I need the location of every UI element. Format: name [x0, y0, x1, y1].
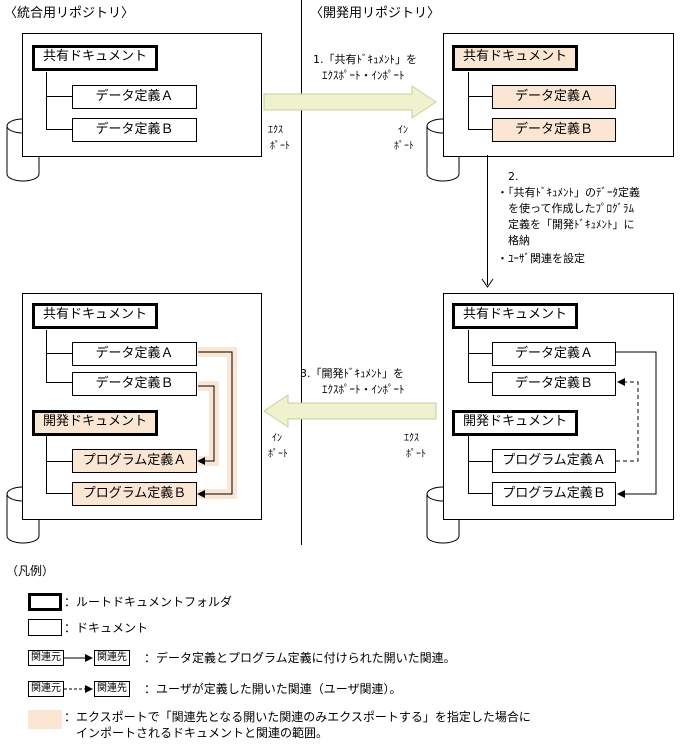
relation-arrows — [616, 351, 657, 498]
tree-connector — [46, 129, 72, 130]
tree-connector — [468, 493, 492, 494]
step2-arrow-head — [481, 278, 494, 288]
tree-connector — [468, 435, 469, 494]
program-definition-b[interactable]: プログラム定義Ｂ — [492, 482, 616, 506]
legend-root-folder-swatch — [28, 593, 62, 611]
tree-connector — [46, 461, 72, 462]
tree-connector — [468, 382, 492, 383]
data-definition-b[interactable]: データ定義Ｂ — [72, 118, 197, 142]
step3-label-line2: ｴｸｽﾎﾟｰﾄ・ｲﾝﾎﾟｰﾄ — [322, 383, 405, 396]
tree-connector — [468, 129, 492, 130]
legend-to-box: 関連先 — [94, 681, 130, 697]
import-label-1: ｲﾝ — [398, 125, 408, 136]
program-definition-b[interactable]: プログラム定義Ｂ — [72, 482, 197, 506]
legend-to-box: 関連先 — [94, 650, 130, 666]
legend-scope-text-2: インポートされるドキュメントと関連の範囲。 — [76, 726, 329, 740]
shared-document-root[interactable]: 共有ドキュメント — [452, 45, 578, 71]
legend-open-relation-text: ：データ定義とプログラム定義に付けられた開いた関連。 — [144, 651, 456, 665]
data-definition-b[interactable]: データ定義Ｂ — [72, 372, 197, 396]
import-label-2: ﾎﾟｰﾄ — [268, 449, 288, 460]
integration-repo-header: 〈統合用リポジトリ〉 — [4, 6, 135, 21]
step2-line5: ・ﾕｰｻﾞ関連を設定 — [497, 252, 585, 265]
legend-solid-arrow — [64, 654, 93, 662]
tree-connector — [468, 461, 492, 462]
program-definition-a[interactable]: プログラム定義Ａ — [72, 449, 197, 473]
step2-line3: 定義を「開発ﾄﾞｷｭﾒﾝﾄ」に — [508, 218, 635, 231]
tree-connector — [468, 353, 492, 354]
data-definition-a[interactable]: データ定義Ａ — [492, 342, 616, 366]
step2-number: 2. — [508, 170, 519, 183]
tree-connector — [468, 72, 469, 130]
data-definition-a[interactable]: データ定義Ａ — [492, 85, 616, 109]
legend-scope-swatch — [28, 710, 62, 729]
tree-connector — [46, 382, 72, 383]
legend-from-box: 関連元 — [28, 681, 64, 697]
tree-connector — [46, 493, 72, 494]
shared-document-root[interactable]: 共有ドキュメント — [32, 45, 158, 71]
export-label-2: ﾎﾟｰﾄ — [270, 141, 290, 152]
import-label-1: ｲﾝ — [272, 433, 282, 444]
step2-arrow-line — [487, 155, 488, 285]
development-document-root[interactable]: 開発ドキュメント — [452, 410, 578, 436]
tree-connector — [46, 330, 47, 383]
tree-connector — [468, 96, 492, 97]
step1-arrow-right — [263, 85, 437, 119]
legend-scope-text-1: ：エクスポートで「関連先となる開いた関連のみエクスポートする」を指定した場合に — [64, 710, 531, 724]
tree-connector — [46, 96, 72, 97]
tree-connector — [46, 353, 72, 354]
export-label-1: ｴｸｽ — [268, 125, 283, 136]
step1-label-line2: ｴｸｽﾎﾟｰﾄ・ｲﾝﾎﾟｰﾄ — [322, 69, 405, 82]
legend-root-folder-text: ：ルートドキュメントフォルダ — [64, 595, 233, 609]
tree-connector — [46, 72, 47, 130]
data-definition-b[interactable]: データ定義Ｂ — [492, 118, 616, 142]
import-label-2: ﾎﾟｰﾄ — [394, 141, 414, 152]
tree-connector — [468, 330, 469, 383]
export-label-2: ﾎﾟｰﾄ — [406, 449, 426, 460]
legend-from-box: 関連元 — [28, 650, 64, 666]
program-definition-a[interactable]: プログラム定義Ａ — [492, 449, 616, 473]
center-divider — [301, 0, 302, 545]
data-definition-a[interactable]: データ定義Ａ — [72, 342, 197, 366]
step3-arrow-left — [263, 394, 437, 428]
data-definition-b[interactable]: データ定義Ｂ — [492, 372, 616, 396]
legend-document-swatch — [28, 619, 62, 636]
relation-arrows — [197, 351, 233, 498]
shared-document-root[interactable]: 共有ドキュメント — [452, 303, 578, 329]
legend-dashed-arrow — [64, 685, 93, 693]
step2-line2: を使って作成したﾌﾟﾛｸﾞﾗﾑ — [508, 202, 634, 215]
shared-document-root[interactable]: 共有ドキュメント — [32, 303, 158, 329]
tree-connector — [46, 435, 47, 494]
step3-label-line1: 3.「開発ﾄﾞｷｭﾒﾝﾄ」を — [300, 367, 404, 380]
data-definition-a[interactable]: データ定義Ａ — [72, 85, 197, 109]
export-label-1: ｴｸｽ — [404, 433, 419, 444]
legend-user-relation-text: ：ユーザが定義した開いた関連（ユーザ関連）。 — [144, 682, 402, 696]
legend-title: （凡例） — [6, 564, 55, 578]
step1-label-line1: 1.「共有ﾄﾞｷｭﾒﾝﾄ」を — [313, 53, 417, 66]
development-repo-header: 〈開発用リポジトリ〉 — [310, 6, 441, 21]
step2-line4: 格納 — [508, 234, 530, 247]
legend-document-text: ：ドキュメント — [64, 621, 149, 635]
development-document-root[interactable]: 開発ドキュメント — [32, 410, 158, 436]
step2-line1: ・「共有ﾄﾞｷｭﾒﾝﾄ」のﾃﾞｰﾀ定義 — [497, 186, 640, 199]
